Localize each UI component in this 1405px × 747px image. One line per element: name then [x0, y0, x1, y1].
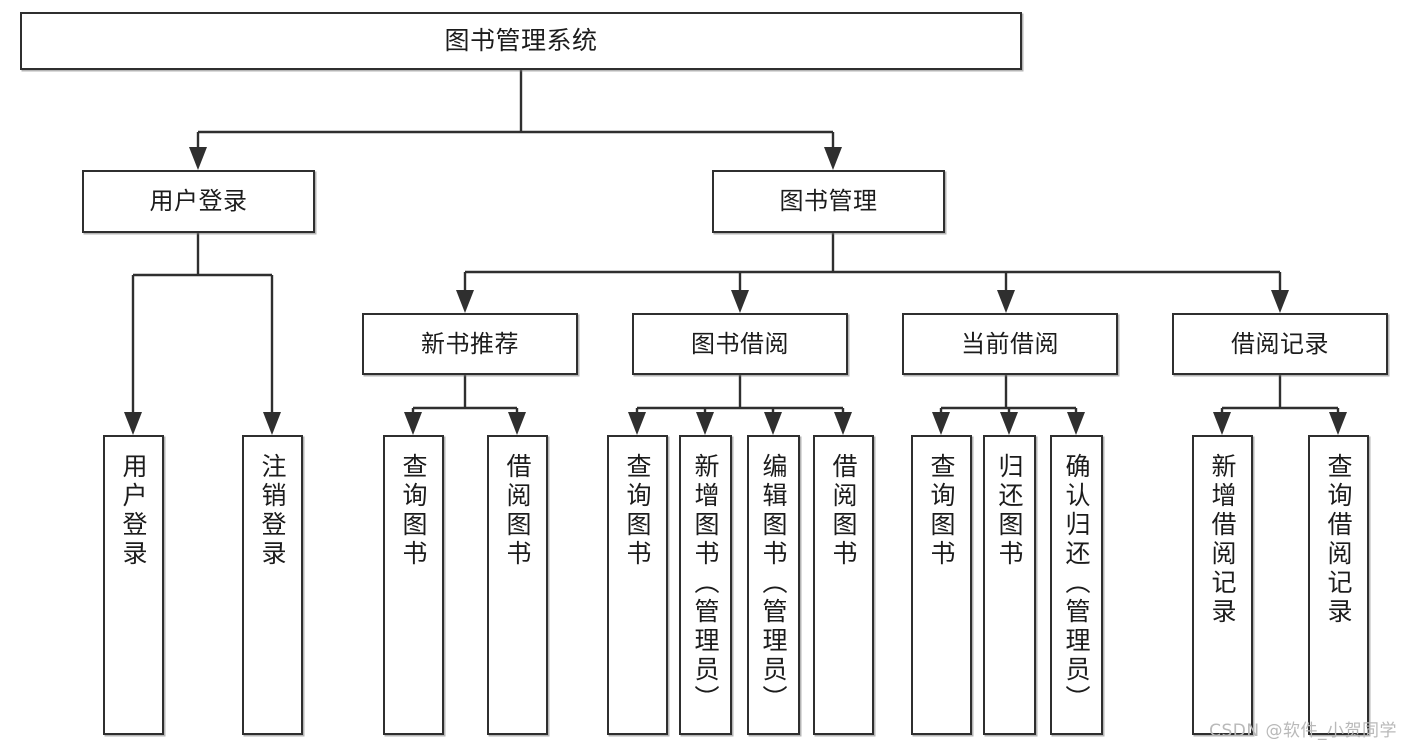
leaf-add-book-admin[interactable]: 新增图书（管理员） [679, 435, 732, 735]
leaf-borrow-books-recommend[interactable]: 借阅图书 [487, 435, 548, 735]
node-user-login[interactable]: 用户登录 [82, 170, 315, 233]
node-label: 查询图书 [399, 453, 428, 569]
node-label: 编辑图书（管理员） [759, 453, 788, 714]
leaf-query-books-current[interactable]: 查询图书 [911, 435, 972, 735]
leaf-confirm-return-admin[interactable]: 确认归还（管理员） [1050, 435, 1103, 735]
node-label: 查询图书 [927, 453, 956, 569]
node-label: 注销登录 [258, 453, 287, 569]
node-new-book-recommend[interactable]: 新书推荐 [362, 313, 578, 375]
node-label: 借阅图书 [503, 453, 532, 569]
leaf-borrow-books[interactable]: 借阅图书 [813, 435, 874, 735]
node-label: 图书管理 [779, 187, 878, 216]
leaf-query-books-recommend[interactable]: 查询图书 [383, 435, 444, 735]
leaf-query-books-borrow[interactable]: 查询图书 [607, 435, 668, 735]
node-book-borrow[interactable]: 图书借阅 [632, 313, 848, 375]
leaf-query-borrow-record[interactable]: 查询借阅记录 [1308, 435, 1369, 735]
node-label: 新书推荐 [421, 329, 519, 358]
node-root-system[interactable]: 图书管理系统 [20, 12, 1022, 70]
node-label: 新增图书（管理员） [691, 453, 720, 714]
node-label: 当前借阅 [961, 329, 1059, 358]
leaf-return-books[interactable]: 归还图书 [983, 435, 1036, 735]
node-label: 用户登录 [119, 453, 148, 569]
node-label: 图书借阅 [691, 329, 789, 358]
leaf-add-borrow-record[interactable]: 新增借阅记录 [1192, 435, 1253, 735]
node-borrow-records[interactable]: 借阅记录 [1172, 313, 1388, 375]
node-label: 用户登录 [149, 187, 248, 216]
node-label: 新增借阅记录 [1208, 453, 1237, 627]
node-label: 查询图书 [623, 453, 652, 569]
node-label: 图书管理系统 [444, 26, 598, 56]
node-label: 借阅记录 [1231, 329, 1329, 358]
leaf-edit-book-admin[interactable]: 编辑图书（管理员） [747, 435, 800, 735]
node-book-management[interactable]: 图书管理 [712, 170, 945, 233]
leaf-logout[interactable]: 注销登录 [242, 435, 303, 735]
node-current-borrow[interactable]: 当前借阅 [902, 313, 1118, 375]
leaf-user-login[interactable]: 用户登录 [103, 435, 164, 735]
node-label: 归还图书 [995, 453, 1024, 569]
node-label: 查询借阅记录 [1324, 453, 1353, 627]
node-label: 借阅图书 [829, 453, 858, 569]
node-label: 确认归还（管理员） [1062, 453, 1091, 714]
